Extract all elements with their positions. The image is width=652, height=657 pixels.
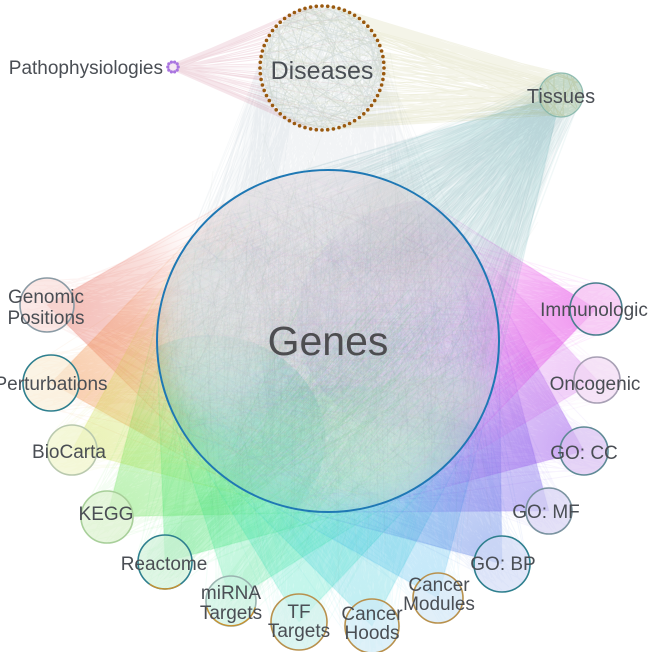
svg-text:miRNA: miRNA	[201, 583, 261, 604]
svg-text:Oncogenic: Oncogenic	[550, 374, 641, 395]
svg-text:Immunologic: Immunologic	[540, 300, 648, 321]
svg-text:GO: BP: GO: BP	[470, 554, 535, 575]
svg-text:GO: CC: GO: CC	[550, 443, 618, 464]
svg-text:Genomic: Genomic	[8, 287, 84, 308]
svg-text:Hoods: Hoods	[345, 623, 400, 644]
svg-text:BioCarta: BioCarta	[32, 442, 106, 463]
svg-text:Cancer: Cancer	[408, 575, 470, 596]
svg-text:Modules: Modules	[403, 594, 475, 615]
svg-text:Pathophysiologies: Pathophysiologies	[9, 58, 163, 79]
svg-text:Cancer: Cancer	[341, 604, 403, 625]
svg-text:Tissues: Tissues	[527, 86, 595, 108]
svg-text:Reactome: Reactome	[121, 554, 208, 575]
svg-text:KEGG: KEGG	[79, 504, 134, 525]
svg-text:Targets: Targets	[268, 621, 330, 642]
svg-text:Targets: Targets	[200, 603, 262, 624]
svg-text:Genes: Genes	[268, 318, 389, 364]
svg-text:GO: MF: GO: MF	[512, 502, 580, 523]
svg-text:Diseases: Diseases	[271, 57, 374, 85]
svg-text:Perturbations: Perturbations	[0, 374, 108, 395]
svg-text:TF: TF	[287, 602, 310, 623]
svg-text:Positions: Positions	[7, 308, 84, 329]
